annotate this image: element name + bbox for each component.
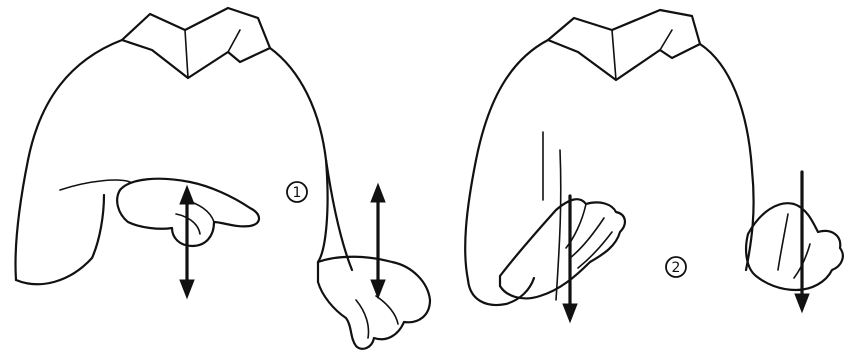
figure-1-hand-b (318, 257, 430, 349)
step-marker-2: 2 (666, 257, 686, 277)
step-marker-1: 1 (287, 182, 307, 202)
figure-1-collar (122, 8, 270, 78)
figure-2-hand-a (500, 199, 625, 298)
figure-2-arrow-a (563, 196, 577, 322)
figure-1-arrow-b (371, 184, 385, 298)
figure-2 (465, 10, 843, 322)
figure-1 (16, 8, 431, 349)
step-marker-1-label: 1 (293, 185, 302, 201)
step-marker-2-label: 2 (672, 260, 681, 276)
figure-2-collar (548, 10, 700, 80)
figure-1-arrow-a (180, 186, 194, 298)
